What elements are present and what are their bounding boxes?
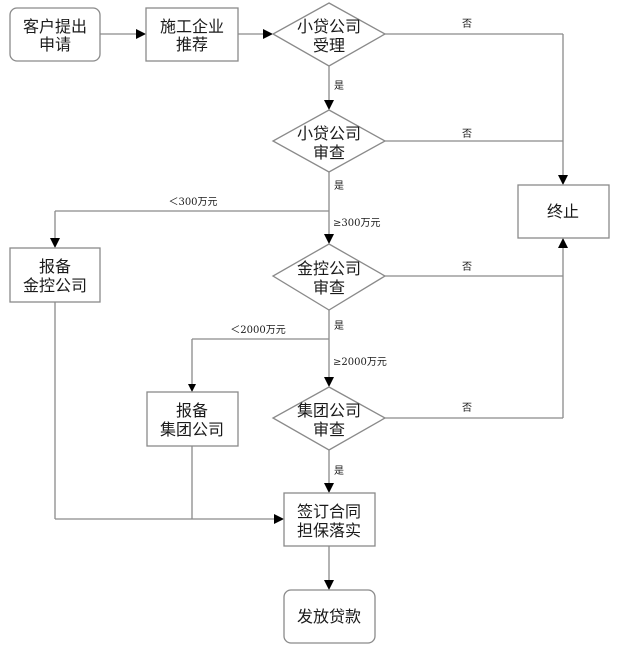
node-label: 报备 [176, 401, 208, 420]
arrow-icon [558, 238, 568, 248]
node-label: 审查 [313, 420, 345, 439]
node-label: 客户提出 [23, 17, 87, 36]
node-report-holding: 报备 金控公司 [9, 247, 101, 303]
node-label: 审查 [313, 143, 345, 162]
arrow-icon [324, 483, 334, 493]
edge-label-lt2000: ＜2000万元 [230, 325, 285, 336]
edge-labels: 否 是 否 是 ＜300万元 ≥300万元 否 是 ＜2000万元 ≥2000万… [168, 18, 472, 477]
node-disburse: 发放贷款 [283, 589, 376, 644]
node-label: 施工企业 [160, 17, 224, 36]
arrow-icon [324, 580, 334, 590]
edge-label-holding-yes: 是 [334, 320, 344, 332]
node-group-review-decision: 集团公司 审查 [271, 386, 387, 451]
node-label: 担保落实 [297, 521, 361, 540]
node-report-group: 报备 集团公司 [146, 391, 239, 447]
edge-label-accept-yes: 是 [334, 80, 344, 92]
edge-label-ge300: ≥300万元 [333, 218, 380, 229]
arrow-icon [263, 29, 273, 39]
arrow-icon [558, 175, 568, 185]
node-label: 金控公司 [23, 276, 87, 295]
edge-label-review-yes: 是 [334, 180, 344, 192]
node-terminate: 终止 [517, 184, 610, 239]
edge-label-group-yes: 是 [334, 465, 344, 477]
node-label: 金控公司 [297, 259, 361, 278]
node-label: 受理 [313, 36, 345, 55]
arrow-icon [274, 514, 284, 524]
edge-label-lt300: ＜300万元 [168, 197, 217, 208]
node-label: 发放贷款 [297, 607, 361, 626]
edge-label-holding-no: 否 [462, 261, 472, 273]
node-label: 集团公司 [160, 420, 224, 439]
node-label: 签订合同 [297, 502, 361, 521]
node-label: 小贷公司 [297, 124, 361, 143]
node-contract: 签订合同 担保落实 [283, 492, 376, 547]
edge-label-group-no: 否 [462, 402, 472, 414]
node-label: 申请 [39, 35, 71, 54]
node-label: 报备 [39, 257, 71, 276]
node-accept-decision: 小贷公司 受理 [271, 2, 387, 67]
node-apply: 客户提出 申请 [9, 7, 101, 62]
node-review-decision: 小贷公司 审查 [271, 109, 387, 173]
arrow-icon [136, 29, 146, 39]
arrow-icon [50, 238, 60, 248]
node-recommend: 施工企业 推荐 [145, 7, 239, 62]
arrow-icon [324, 377, 334, 387]
edge-label-ge2000: ≥2000万元 [333, 357, 387, 368]
node-label: 终止 [547, 202, 579, 221]
connectors [50, 29, 568, 590]
node-label: 小贷公司 [297, 17, 361, 36]
edge-label-accept-no: 否 [462, 18, 472, 30]
arrow-icon [324, 234, 334, 244]
arrow-icon [188, 384, 196, 392]
arrow-icon [324, 100, 334, 110]
node-label: 审查 [313, 278, 345, 297]
node-label: 推荐 [176, 35, 208, 54]
node-label: 集团公司 [297, 401, 361, 420]
edge-label-review-no: 否 [462, 128, 472, 140]
node-holding-review-decision: 金控公司 审查 [271, 243, 387, 311]
